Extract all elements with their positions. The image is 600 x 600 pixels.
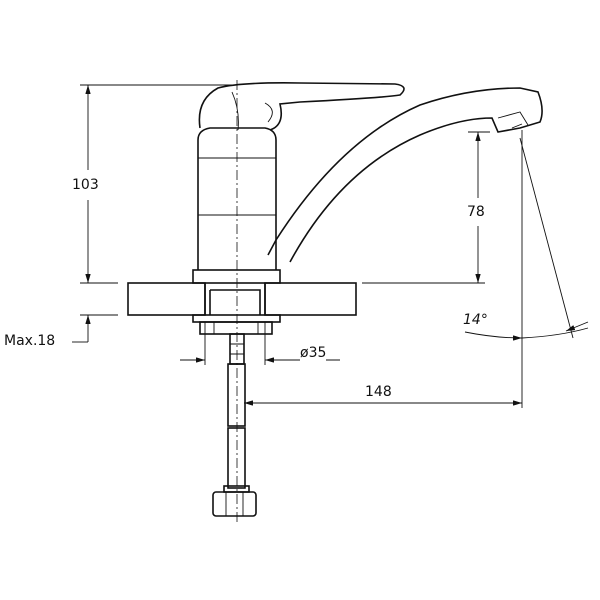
spout xyxy=(267,87,543,263)
dimension-counter-thickness xyxy=(72,315,91,343)
mounting-nut xyxy=(192,314,281,365)
label-spout-height: 78 xyxy=(467,204,485,220)
label-hole-diameter: ø35 xyxy=(300,345,327,361)
lever-handle xyxy=(198,82,405,131)
supply-hose xyxy=(212,363,257,517)
label-spout-reach: 148 xyxy=(365,384,392,400)
countertop-section xyxy=(127,282,357,316)
dimension-spout-reach xyxy=(244,130,523,408)
label-counter-thickness: Max.18 xyxy=(4,333,56,349)
dimension-aerator-angle xyxy=(464,137,589,341)
label-aerator-angle: 14° xyxy=(463,312,488,328)
dimension-height-total xyxy=(80,84,236,316)
label-height-total: 103 xyxy=(72,177,99,193)
dimension-spout-height xyxy=(362,131,490,284)
faucet-body xyxy=(192,127,281,284)
